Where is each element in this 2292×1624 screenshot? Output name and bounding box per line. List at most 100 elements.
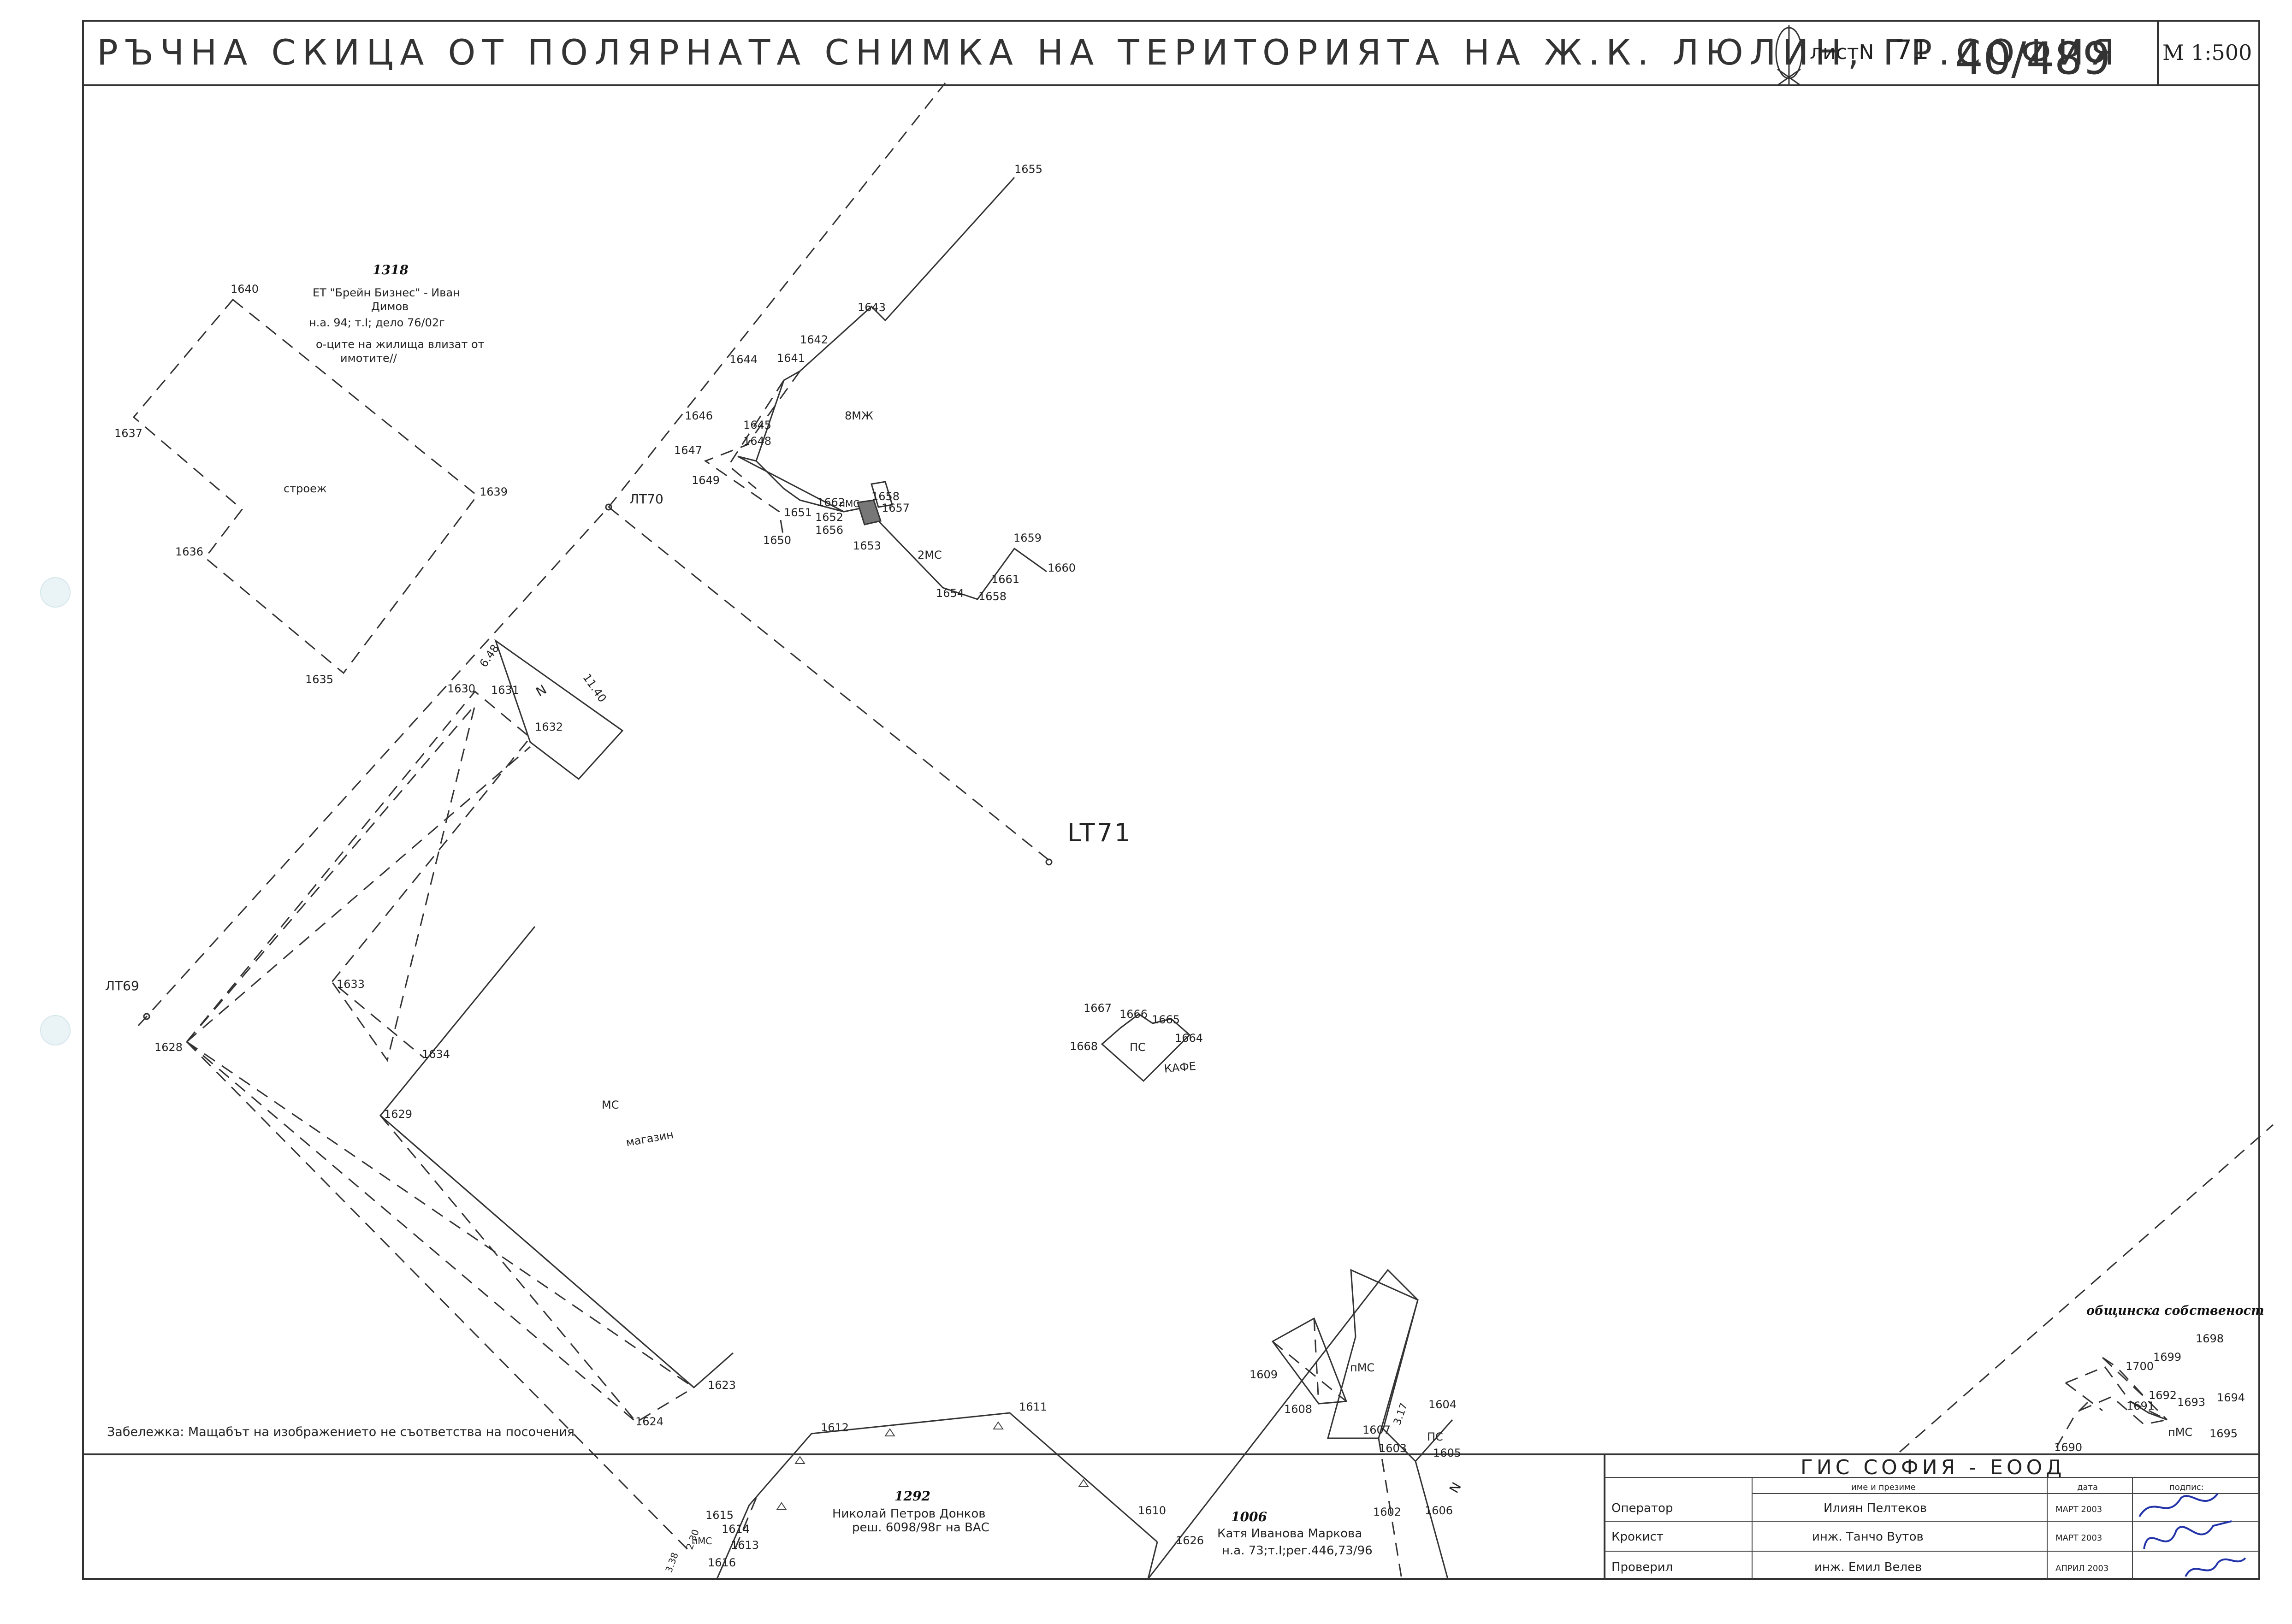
title-block-name: Илиян Пелтеков (1824, 1501, 1927, 1515)
handwritten-sheet-number: 40/489 (1955, 33, 2111, 84)
point-1695: 1695 (2209, 1427, 2238, 1440)
station-lt70: ЛТ70 (629, 491, 663, 507)
point-1641: 1641 (777, 352, 805, 365)
point-1612: 1612 (821, 1421, 849, 1434)
dim-11-40: 11.40 (580, 671, 609, 704)
municipal-property-label: общинска собственост (2086, 1304, 2264, 1318)
point-1652: 1652 (815, 511, 843, 524)
label-ms: МС (602, 1098, 619, 1111)
sheet-number: 71 (1895, 34, 1929, 65)
point-1698: 1698 (2196, 1332, 2224, 1345)
point-1658: 1658 (978, 590, 1007, 603)
parcel-1318-number: 1318 (373, 262, 409, 278)
point-1610: 1610 (1138, 1504, 1166, 1517)
sheet-frame (82, 20, 2260, 1580)
punch-hole (40, 1015, 71, 1045)
point-1662: 1662 (817, 496, 845, 509)
point-1649: 1649 (692, 474, 720, 487)
point-1700: 1700 (2126, 1360, 2154, 1373)
title-block-date: МАРТ 2003 (2055, 1505, 2102, 1514)
building-pms-3 (2055, 1357, 2168, 1448)
point-1628: 1628 (154, 1041, 183, 1054)
point-1646: 1646 (685, 409, 713, 422)
point-1656: 1656 (815, 524, 843, 537)
label-pms-2: пМС (1350, 1361, 1374, 1374)
point-1647: 1647 (674, 444, 702, 457)
parcel-1292-number: 1292 (894, 1488, 930, 1504)
point-1623: 1623 (708, 1379, 736, 1392)
parcel-1318-owner: ЕТ "Брейн Бизнес" - Иван (313, 286, 460, 299)
point-1645: 1645 (743, 419, 771, 431)
point-1624: 1624 (635, 1415, 663, 1428)
survey-station-markers (143, 503, 1053, 1020)
title-block-role: Проверил (1611, 1560, 1673, 1574)
label-pms-1: пМС (692, 1535, 712, 1547)
point-1690: 1690 (2054, 1441, 2082, 1454)
survey-traverse-lines (137, 83, 2274, 1554)
title-block-date: АПРИЛ 2003 (2055, 1564, 2108, 1573)
point-1611: 1611 (1019, 1400, 1047, 1413)
station-lt71: LT71 (1067, 818, 1132, 847)
title-block-date: МАРТ 2003 (2055, 1533, 2102, 1543)
scale-note: Забележка: Мащабът на изображението не с… (107, 1425, 574, 1439)
parcel-1292-owner: Николай Петров Донков (832, 1507, 986, 1521)
point-1653: 1653 (853, 539, 881, 552)
point-1657: 1657 (882, 502, 910, 514)
sheet-label: листN (1810, 41, 1874, 64)
parcel-1006-owner: Катя Иванова Маркова (1217, 1527, 1362, 1541)
dim-3-38: 3.38 (663, 1551, 681, 1574)
parcel-1318-note: о-ците на жилища влизат от (316, 338, 485, 351)
point-1694: 1694 (2217, 1391, 2245, 1404)
title-block-col-sign: подпис: (2169, 1482, 2204, 1492)
parcel-1318-boundary (132, 298, 479, 674)
parcel-1318-owner-2: Димов (371, 300, 409, 313)
point-1613: 1613 (731, 1539, 759, 1552)
point-1635: 1635 (305, 673, 333, 686)
punch-hole (40, 577, 71, 608)
point-1605: 1605 (1433, 1447, 1461, 1459)
label-2ms: 2МС (918, 549, 942, 561)
parcel-1006-deed: н.а. 73;т.I;рег.446,73/96 (1222, 1544, 1373, 1558)
point-1630: 1630 (447, 682, 475, 695)
dim-3-17: 3.17 (1392, 1401, 1410, 1427)
point-1616: 1616 (708, 1556, 736, 1569)
point-1604: 1604 (1428, 1398, 1457, 1411)
point-1632: 1632 (535, 720, 563, 733)
point-1629: 1629 (384, 1108, 412, 1121)
point-1666: 1666 (1119, 1008, 1148, 1021)
title-block-name: инж. Танчо Вутов (1812, 1530, 1924, 1544)
label-magazin: магазин (625, 1128, 674, 1149)
label-n-block-2: N (1446, 1480, 1464, 1496)
point-1602: 1602 (1373, 1506, 1401, 1518)
title-block (1604, 1453, 2260, 1580)
point-1637: 1637 (114, 427, 142, 440)
point-1665: 1665 (1152, 1013, 1180, 1026)
title-block-role: Оператор (1611, 1501, 1673, 1515)
title-block-col-date: дата (2077, 1482, 2098, 1492)
point-1615: 1615 (705, 1509, 734, 1522)
parcel-1318-deed: н.а. 94; т.I; дело 76/02г (309, 316, 445, 329)
point-1609: 1609 (1250, 1368, 1278, 1381)
label-pms-3: пМС (2168, 1426, 2192, 1439)
point-1644: 1644 (729, 353, 758, 366)
station-lt69: ЛТ69 (105, 978, 139, 993)
point-1640: 1640 (231, 283, 259, 295)
point-1691: 1691 (2126, 1400, 2155, 1412)
point-1692: 1692 (2149, 1389, 2177, 1402)
point-1693: 1693 (2177, 1396, 2205, 1409)
title-block-company: ГИС СОФИЯ - ЕООД (1800, 1456, 2065, 1479)
point-1626: 1626 (1176, 1534, 1204, 1547)
point-1650: 1650 (763, 534, 791, 547)
label-pms-small: пМС (839, 498, 859, 509)
point-1633: 1633 (337, 978, 365, 991)
label-stroezh: строеж (284, 482, 326, 495)
scale-label: М 1:500 (2162, 40, 2252, 65)
building-8mzh (704, 177, 1047, 600)
point-1643: 1643 (858, 301, 886, 314)
parcel-1006-number: 1006 (1231, 1509, 1267, 1524)
point-1658a: 1658 (871, 490, 900, 503)
label-kafe: КАФЕ (1164, 1060, 1196, 1075)
north-arrow-icon (1775, 25, 1803, 86)
point-1648: 1648 (743, 435, 771, 448)
